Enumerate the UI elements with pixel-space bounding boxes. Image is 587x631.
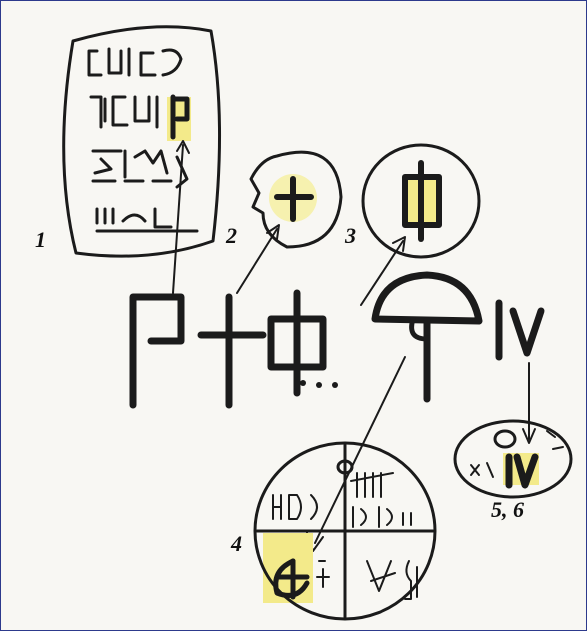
disk-4 [255, 443, 435, 619]
oval-5-6 [455, 421, 571, 497]
arrow-1 [173, 145, 183, 293]
label-1: 1 [35, 227, 46, 253]
label-4: 4 [231, 531, 242, 557]
disk-3 [363, 145, 479, 257]
disk-2 [251, 152, 341, 247]
label-5-6: 5, 6 [491, 497, 524, 523]
label-2: 2 [226, 223, 237, 249]
dots [300, 380, 338, 388]
arrow-2 [237, 229, 277, 293]
label-3: 3 [345, 223, 356, 249]
tablet-1 [64, 27, 220, 256]
